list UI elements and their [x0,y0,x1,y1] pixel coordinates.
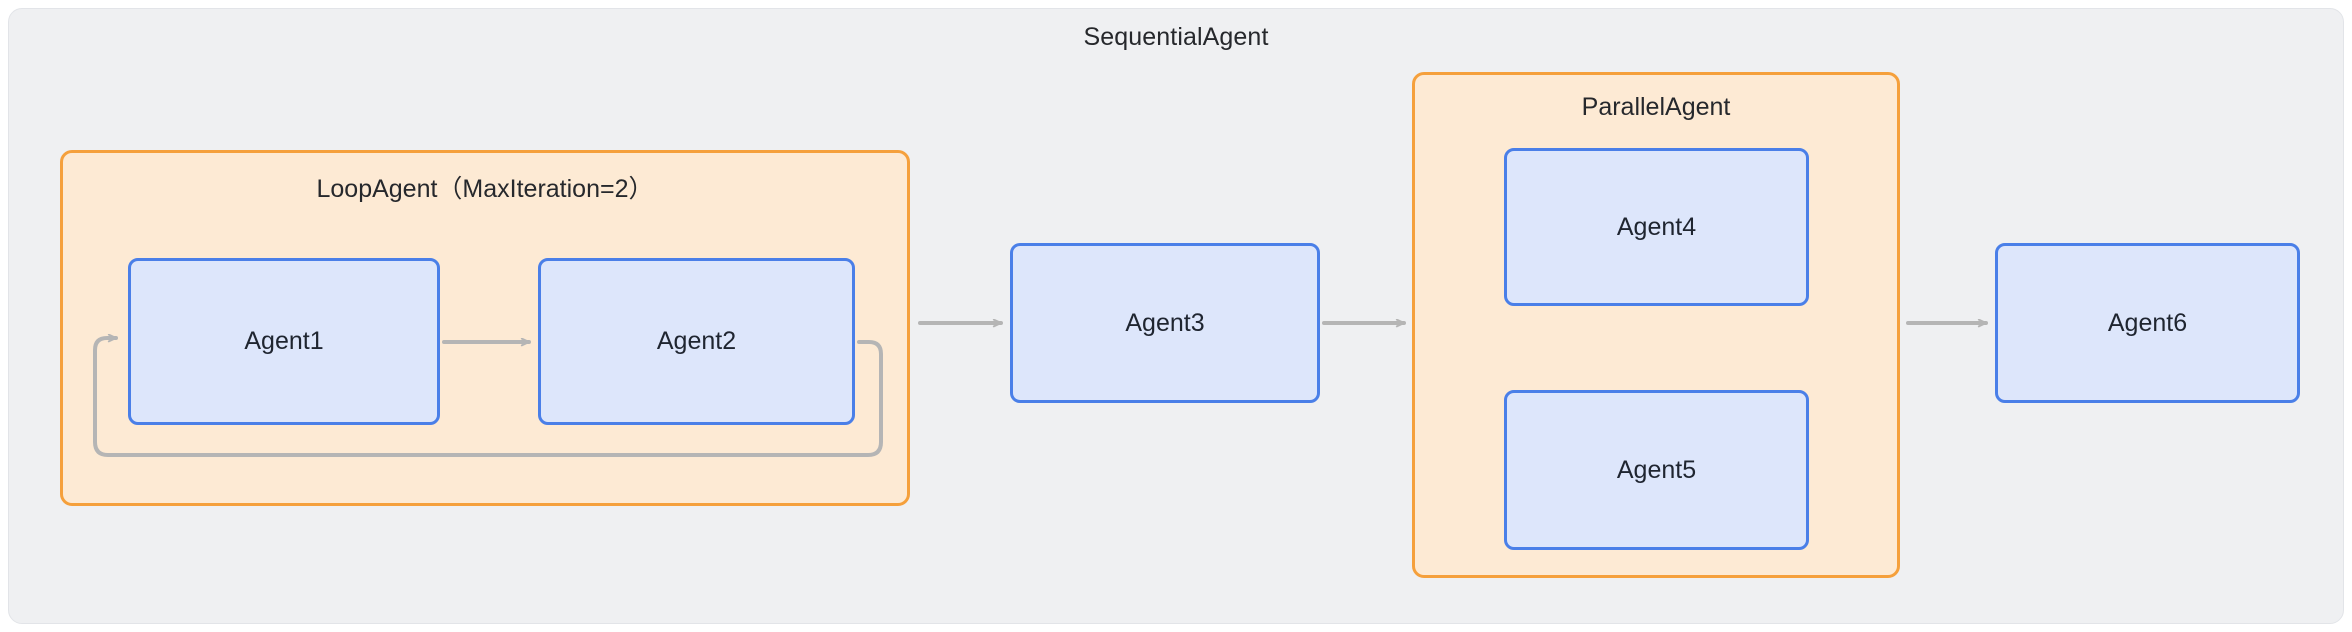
agent-node-agent2[interactable]: Agent2 [538,258,855,425]
loop-agent-title: LoopAgent（MaxIteration=2） [316,175,654,203]
agent-node-label: Agent2 [656,327,737,355]
agent-node-label: Agent4 [1616,212,1697,241]
agent-node-agent6[interactable]: Agent6 [1995,243,2300,403]
agent-node-label: Agent1 [244,327,324,355]
agent-node-label: Agent6 [2107,308,2188,337]
agent-node-label: Agent3 [1125,308,1205,337]
agent-node-agent4[interactable]: Agent4 [1504,148,1809,306]
agent-node-agent5[interactable]: Agent5 [1504,390,1809,550]
sequential-agent-title: SequentialAgent [1083,23,1269,51]
agent-node-agent3[interactable]: Agent3 [1010,243,1320,403]
parallel-agent-title: ParallelAgent [1581,93,1731,121]
agent-node-label: Agent5 [1616,455,1697,484]
agent-node-agent1[interactable]: Agent1 [128,258,440,425]
